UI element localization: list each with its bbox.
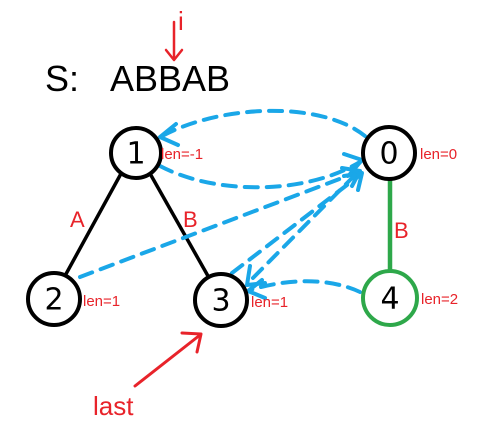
string-value: ABBAB: [110, 58, 230, 99]
suffix-link-0-1: [160, 108, 367, 138]
node-2: 2: [26, 271, 82, 327]
node-4-len: len=2: [421, 291, 458, 308]
edge-label-1-3: B: [183, 207, 198, 232]
node-4: 4: [361, 269, 419, 327]
string-prefix: S:: [45, 58, 79, 99]
node-0-len: len=0: [420, 146, 457, 163]
suffix-link-4-3: [248, 279, 362, 294]
suffix-link-3-0-head: [342, 171, 364, 192]
pointer-i-label: i: [178, 6, 184, 36]
node-1-label: 1: [126, 137, 145, 172]
suffix-link-4-3-head: [246, 278, 267, 300]
node-0-label: 0: [379, 137, 398, 172]
suffix-link-2-0: [78, 170, 360, 279]
pointer-i-arrow: [164, 20, 184, 62]
node-2-len: len=1: [83, 293, 120, 310]
node-2-label: 2: [44, 283, 63, 318]
suffix-link-0-1-head: [158, 122, 180, 147]
edge-label-0-4: B: [394, 218, 409, 243]
edge-1-3: [146, 169, 210, 277]
node-3-len: len=1: [251, 294, 288, 311]
pointer-last-label: last: [93, 391, 134, 421]
node-3-label: 3: [211, 284, 230, 319]
edge-label-1-2: A: [70, 207, 85, 232]
suffix-links: [78, 108, 367, 300]
suffix-link-0-3: [246, 173, 357, 285]
edge-1-2: [64, 169, 125, 275]
node-1: 1: [109, 126, 163, 180]
suffix-link-1-0: [158, 160, 362, 190]
node-0: 0: [361, 125, 417, 181]
pointer-last-arrow: [133, 331, 203, 388]
node-1-len: len=-1: [161, 146, 203, 163]
node-4-label: 4: [380, 282, 399, 317]
node-3: 3: [193, 272, 249, 328]
